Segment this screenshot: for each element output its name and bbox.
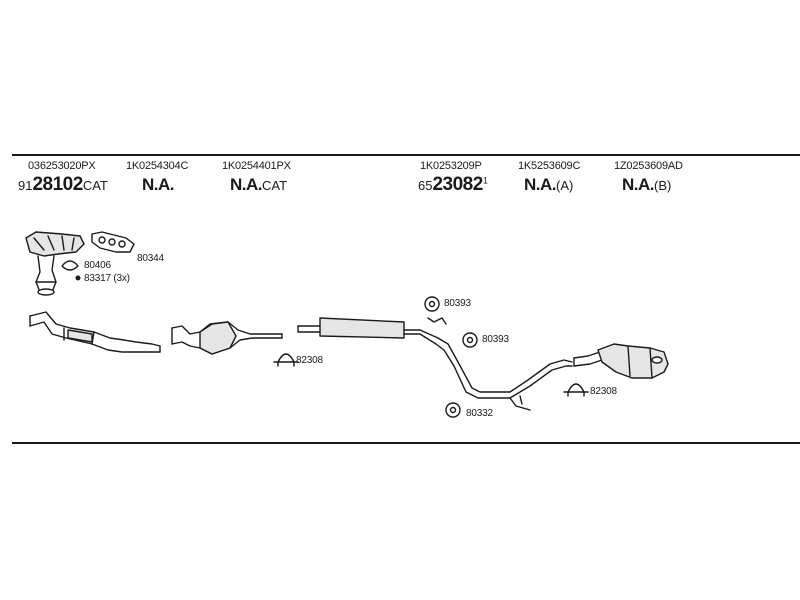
ref-80406: 80406	[84, 260, 111, 271]
nut-83317	[75, 275, 81, 281]
order-code-main: 23082	[432, 174, 483, 195]
part-number-1: 036253020PX	[28, 160, 96, 172]
exhaust-manifold	[25, 231, 85, 296]
ref-80344: 80344	[137, 253, 164, 264]
order-code-main: N.A.	[230, 175, 263, 194]
order-code-main: 28102	[32, 174, 83, 195]
footer-rule	[12, 442, 800, 444]
clamp-82308-left	[273, 353, 299, 367]
rubber-hanger-80393-a	[424, 296, 440, 312]
order-code-1: 9128102CAT	[18, 174, 108, 196]
rubber-hanger-80393-b	[462, 332, 478, 348]
hanger-bracket	[427, 317, 447, 325]
part-number-2: 1K0254304C	[126, 160, 189, 172]
order-code-main: N.A.	[142, 175, 175, 194]
order-code-prefix: 65	[418, 178, 433, 193]
order-code-suffix: CAT	[262, 178, 288, 193]
order-code-3: N.A.CAT	[230, 175, 287, 195]
clamp-82308-right	[563, 383, 589, 397]
front-pipe	[29, 311, 161, 353]
order-code-5: N.A.(A)	[524, 175, 573, 195]
order-code-suffix: (B)	[654, 178, 672, 193]
flange-gasket-80406	[61, 260, 79, 271]
order-code-prefix: 91	[18, 178, 33, 193]
catalytic-converter	[171, 321, 283, 355]
order-code-2: N.A.	[142, 175, 175, 195]
rear-muffler	[573, 343, 669, 379]
ref-80332: 80332	[466, 408, 493, 419]
ref-83317: 83317 (3x)	[84, 273, 130, 284]
header-rule	[12, 154, 800, 156]
ref-80393-top: 80393	[444, 298, 471, 309]
rubber-hanger-80332	[445, 402, 461, 418]
order-code-6: N.A.(B)	[622, 175, 671, 195]
rear-pipe	[435, 337, 573, 411]
order-code-4: 65230821	[418, 174, 488, 196]
order-code-superscript: 1	[482, 175, 488, 186]
part-number-5: 1K5253609C	[518, 160, 581, 172]
ref-82308-left: 82308	[296, 355, 323, 366]
part-number-3: 1K0254401PX	[222, 160, 291, 172]
order-code-main: N.A.	[524, 175, 557, 194]
order-code-main: N.A.	[622, 175, 655, 194]
center-muffler	[297, 317, 439, 345]
ref-82308-right: 82308	[590, 386, 617, 397]
ref-80393-bottom: 80393	[482, 334, 509, 345]
part-number-6: 1Z0253609AD	[614, 160, 683, 172]
order-code-suffix: (A)	[556, 178, 574, 193]
manifold-gasket	[91, 231, 135, 253]
order-code-suffix: CAT	[82, 178, 108, 193]
part-number-4: 1K0253209P	[420, 160, 482, 172]
